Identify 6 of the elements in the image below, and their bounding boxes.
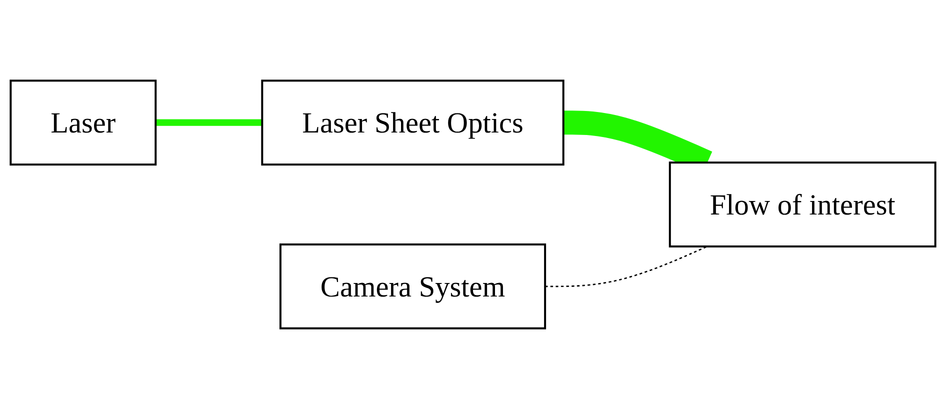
connector bbox=[156, 119, 262, 126]
connector bbox=[545, 246, 708, 288]
node-box: Flow of interest bbox=[668, 162, 936, 248]
node-box: Camera System bbox=[279, 243, 546, 330]
node-box: Laser bbox=[10, 80, 157, 166]
node-box: Laser Sheet Optics bbox=[261, 80, 564, 166]
